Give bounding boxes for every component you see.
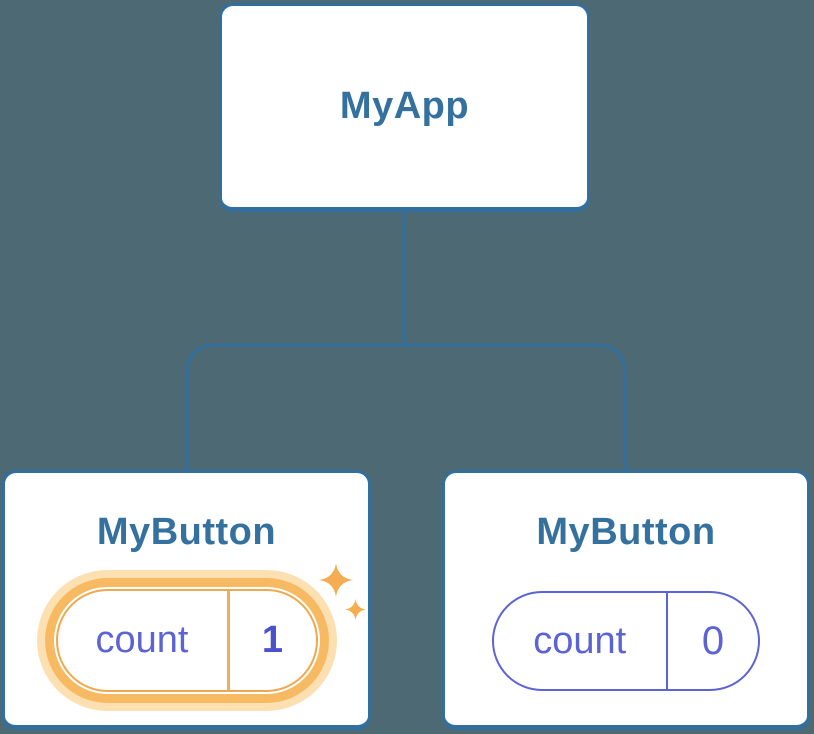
state-key-label: count — [533, 619, 627, 662]
node-mybutton-2: MyButton count 0 — [442, 470, 810, 730]
state-pill-highlighted: count 1 — [55, 589, 318, 692]
node-mybutton-1-label: MyButton — [96, 511, 277, 553]
node-myapp: MyApp — [219, 3, 590, 212]
state-key-label: count — [95, 619, 189, 661]
pill-divider — [226, 591, 230, 690]
tree-connector-lines — [185, 211, 627, 472]
state-value: 1 — [261, 619, 284, 661]
state-pill: count 0 — [492, 591, 760, 691]
node-myapp-label: MyApp — [339, 85, 470, 127]
pill-divider — [665, 593, 668, 689]
state-value: 0 — [701, 618, 725, 663]
sparkle-icon-large — [319, 563, 353, 597]
sparkle-icon-small — [345, 599, 366, 620]
node-mybutton-2-label: MyButton — [536, 511, 716, 553]
node-mybutton-1: MyButton count 1 — [2, 470, 371, 730]
connector-branch — [185, 343, 627, 472]
